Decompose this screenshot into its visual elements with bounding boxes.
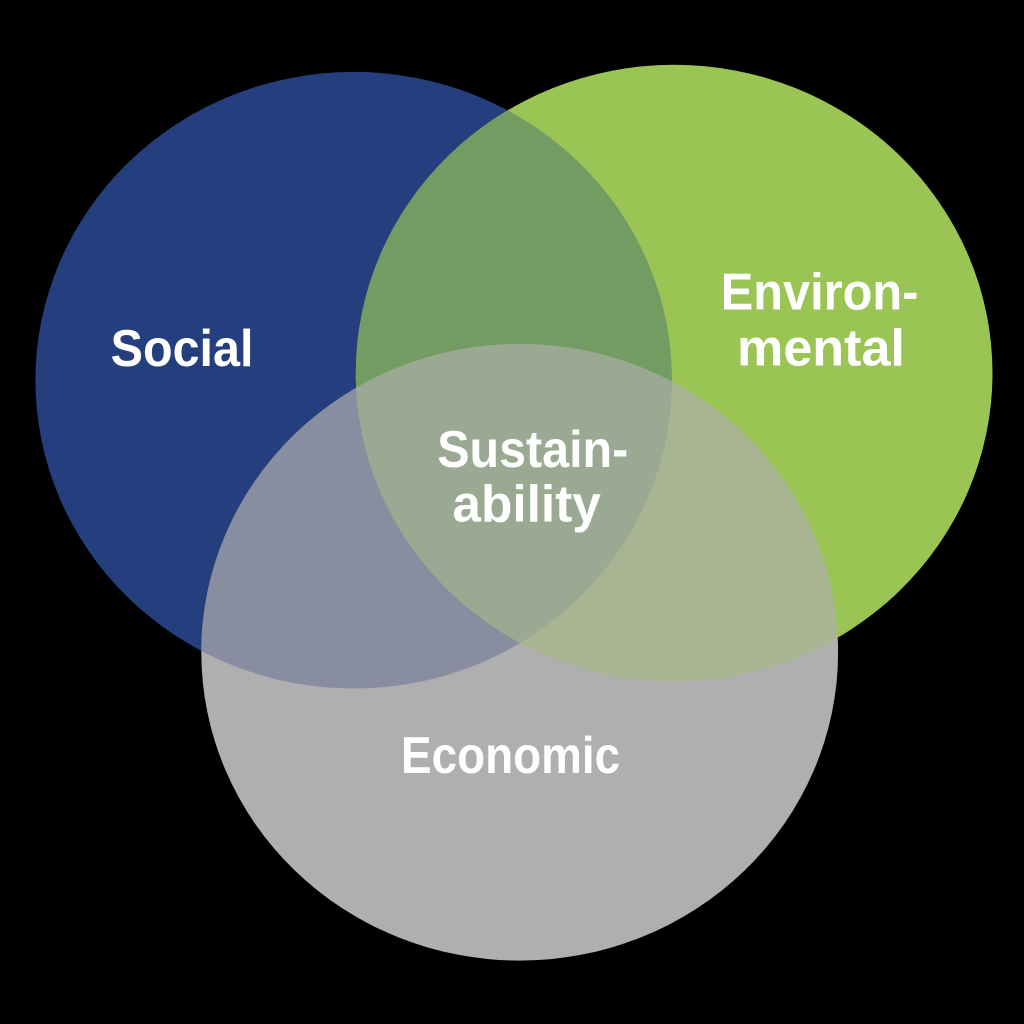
svg-text:Environ-: Environ-: [721, 264, 919, 322]
svg-text:ability: ability: [452, 476, 601, 534]
svg-text:Sustain-: Sustain-: [437, 421, 628, 479]
svg-text:Social: Social: [111, 320, 254, 378]
svg-text:Economic: Economic: [401, 727, 620, 785]
svg-text:mental: mental: [737, 320, 905, 378]
